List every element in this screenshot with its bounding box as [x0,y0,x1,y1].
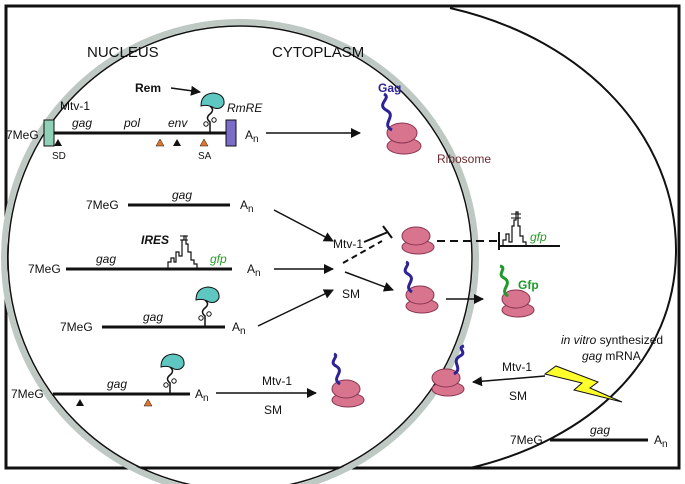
cap-label: 7MeG [28,262,61,276]
poly-a-label: An [232,320,246,337]
ires-structure-icon [167,235,198,269]
gag-gene-label: gag [172,188,192,202]
cell-membrane [449,7,678,469]
gfp-gene-label: gfp [530,230,547,244]
ribosome-icon [401,226,435,255]
cap-label: 7MeG [86,198,119,212]
mrna-genomic: 7MeG An Mtv-1 gag pol env RmRE SD SA Rem [6,81,263,162]
ribosome-icon [386,122,422,155]
nuclear-envelope-inner [7,25,473,484]
rem-protein-icon [160,353,185,370]
gag-gene-label: gag [72,116,92,130]
cytoplasm-label: CYTOPLASM [272,44,364,61]
mtv1-right-label: Mtv-1 [502,360,532,374]
inhibition-line [363,231,389,243]
ires-structure-icon [502,211,527,246]
splice-donor-label: SD [52,151,66,162]
stem-bulge [203,121,209,127]
rmre-stem-loop-icon [206,105,214,133]
cap-box [43,119,55,147]
poly-a-label: An [654,433,668,450]
ribosome-icon [405,285,439,314]
sm-condition-label: SM [342,287,360,301]
ribosome-label: Ribosome [437,152,491,166]
sm-lower-label: SM [264,403,282,417]
black-triangle-marker [173,139,181,146]
gag-gene-label: gag [143,310,163,324]
gag-polypeptide-icon [331,352,341,386]
stem-bulge [211,117,217,123]
nucleus-label: NUCLEUS [87,44,159,61]
cap-label: 7MeG [11,387,44,401]
stem-bulge [171,378,177,384]
cap-label: 7MeG [510,433,543,447]
gag-polypeptide-icon [453,344,465,376]
poly-a-label: An [245,128,259,145]
splice-acceptor-marker [199,138,209,147]
rem-label: Rem [135,81,161,95]
sm-right-label: SM [509,389,527,403]
rem-protein-icon [200,92,225,109]
gag-polypeptide-icon [403,260,413,294]
gag-protein-label: Gag [378,81,401,95]
gag-gene-label: gag [96,252,116,266]
gfp-protein-label: Gfp [518,278,539,292]
orange-triangle-marker [143,398,153,407]
poly-a-label: An [195,387,209,404]
env-gene-label: env [168,116,188,130]
mtv1-condition-label: Mtv-1 [333,237,363,251]
ribosome-icon [501,289,535,318]
orange-triangle-marker [155,138,165,147]
rem-binding-arrow [170,85,201,96]
ires-label: IRES [141,233,169,247]
rmre-box [225,119,237,147]
sm-translation-arrow [344,271,394,292]
splice-donor-marker [54,139,62,146]
mrna-ires-gfp: 7MeG gag IRES gfp An [28,233,261,279]
nuclear-envelope [1,19,479,484]
lightning-bolt-icon [543,365,623,403]
gfp-gene-label: gfp [210,252,227,266]
mtv1-lower-label: Mtv-1 [262,374,292,388]
in-vitro-label-line1: in vitro synthesized [561,333,663,347]
cap-label: 7MeG [60,320,93,334]
rmre-stem-loop-icon [166,366,174,394]
rmre-stem-loop-icon [201,299,209,327]
mrna-gag-mutant: 7MeG gag An [11,353,209,407]
export-arrow-4 [257,289,334,327]
ribosome-icon [331,379,365,408]
mtv1-label: Mtv-1 [60,99,90,113]
poly-a-label: An [240,198,254,215]
mrna-in-vitro-gag: 7MeG gag An [510,423,668,450]
stem-bulge [163,382,169,388]
pol-gene-label: pol [123,116,140,130]
inhibition-bar [382,225,393,239]
in-vitro-arrow [472,375,546,387]
gag-gene-label: gag [107,377,127,391]
inhibition-dashed [342,240,383,264]
gag-polypeptide-icon [381,92,393,132]
stem-bulge [198,315,204,321]
gfp-polypeptide-icon [499,264,509,298]
poly-a-label: An [247,262,261,279]
black-triangle-marker [76,399,84,406]
rem-protein-icon [195,286,220,303]
export-arrow-2 [273,209,334,242]
mrna-gag: 7MeG gag An [86,188,254,215]
gag-gene-label: gag [590,423,610,437]
rmre-label: RmRE [227,101,263,115]
cap-label: 7MeG [6,128,39,142]
splice-acceptor-label: SA [198,151,212,162]
in-vitro-label-line2: gag mRNA [582,349,641,363]
mrna-gag-rmre: 7MeG gag An [60,286,246,337]
ribosome-icon [431,368,465,397]
stem-bulge [206,311,212,317]
